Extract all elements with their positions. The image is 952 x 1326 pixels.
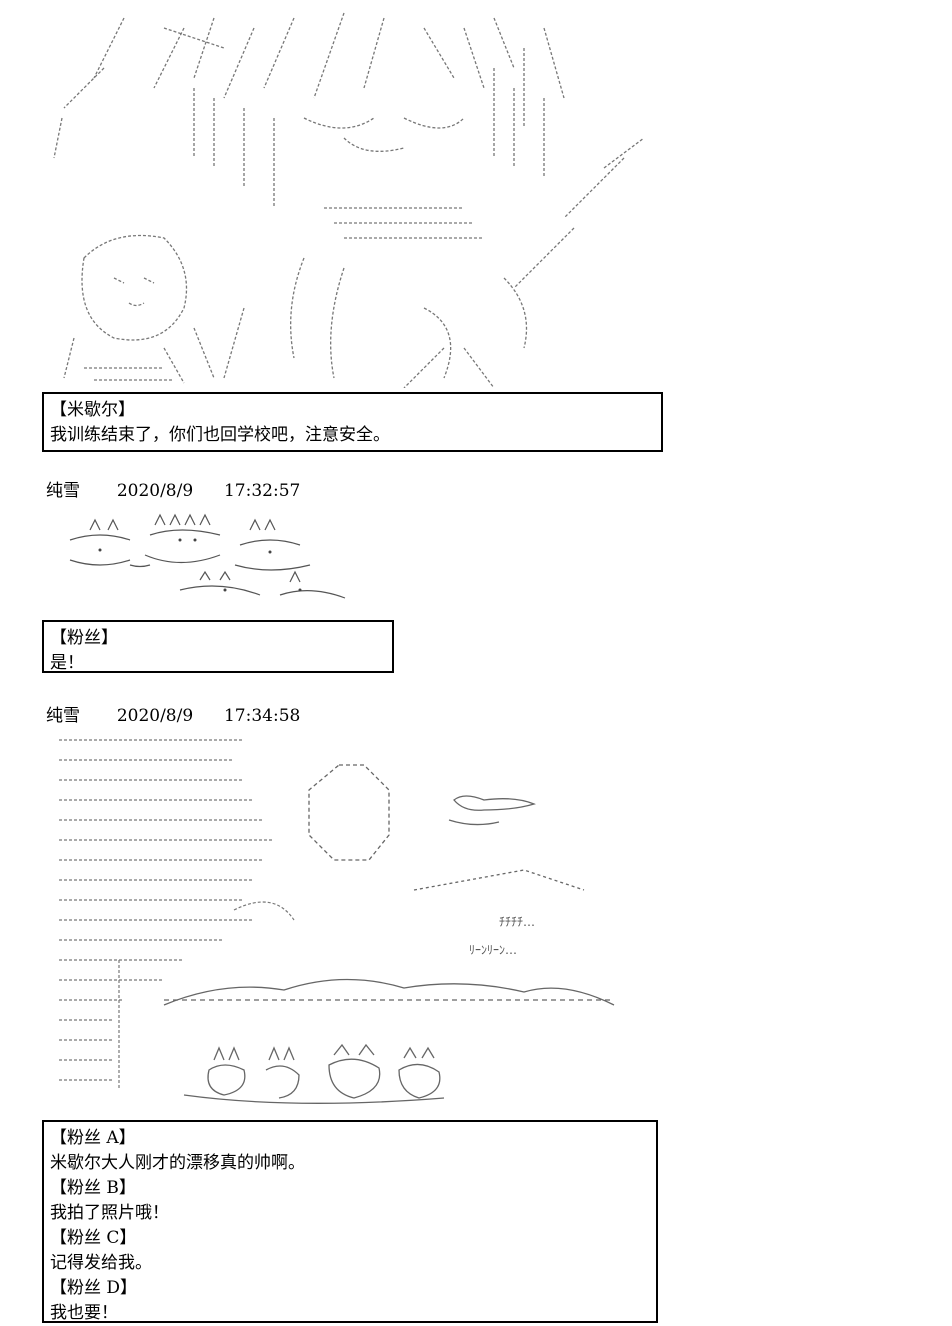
speaker-label: 【粉丝】: [50, 628, 118, 648]
dialogue-text-fan-d: 我也要！: [50, 1303, 118, 1323]
ascii-art-cat-group: [60, 510, 360, 606]
post-time: 17:34:58: [223, 706, 301, 726]
speaker-label-fan-b: 【粉丝 B】: [50, 1178, 136, 1198]
sfx-chirp: ﾁﾁﾁﾁ…: [499, 915, 535, 929]
post-meta-1: 纯雪 2020/8/9 17:32:57: [46, 476, 300, 501]
speaker-label-fan-a: 【粉丝 A】: [50, 1128, 136, 1148]
dialogue-box-fans-abcd: 【粉丝 A】 米歇尔大人刚才的漂移真的帅啊。 【粉丝 B】 我拍了照片哦！ 【粉…: [42, 1120, 658, 1323]
dialogue-text-fan-a: 米歇尔大人刚才的漂移真的帅啊。: [50, 1153, 305, 1173]
post-time: 17:32:57: [223, 481, 301, 501]
ascii-art-night-scene: ﾁﾁﾁﾁ… ﾘｰﾝﾘｰﾝ…: [44, 730, 624, 1120]
dialogue-text: 我训练结束了，你们也回学校吧，注意安全。: [50, 425, 390, 445]
speaker-label: 【米歇尔】: [50, 400, 135, 420]
dialogue-text-fan-b: 我拍了照片哦！: [50, 1203, 169, 1223]
speaker-label-fan-c: 【粉丝 C】: [50, 1228, 137, 1248]
post-author: 纯雪: [46, 481, 80, 501]
post-meta-2: 纯雪 2020/8/9 17:34:58: [46, 701, 300, 726]
dialogue-box-michelle: 【米歇尔】 我训练结束了，你们也回学校吧，注意安全。: [42, 392, 663, 452]
dialogue-text-fan-c: 记得发给我。: [50, 1253, 152, 1273]
post-author: 纯雪: [46, 706, 80, 726]
sfx-ring: ﾘｰﾝﾘｰﾝ…: [469, 943, 517, 957]
post-date: 2020/8/9: [116, 706, 194, 726]
speaker-label-fan-d: 【粉丝 D】: [50, 1278, 138, 1298]
dialogue-text: 是！: [50, 653, 84, 673]
ascii-art-character-illustration: [44, 8, 644, 388]
post-date: 2020/8/9: [116, 481, 194, 501]
dialogue-box-fans: 【粉丝】 是！: [42, 620, 394, 673]
